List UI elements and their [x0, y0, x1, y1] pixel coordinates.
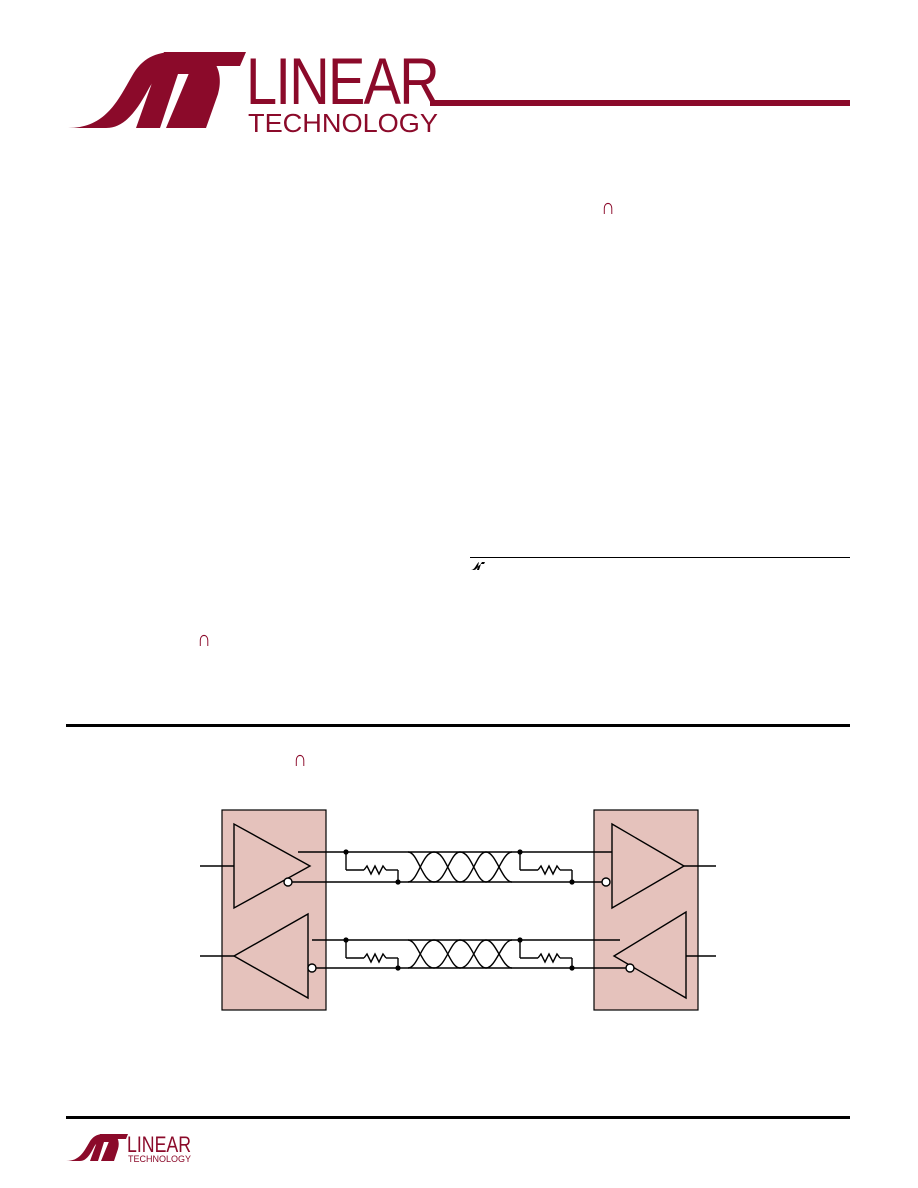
linear-technology-logo: LINEAR TECHNOLOGY: [68, 44, 440, 136]
section-bullet-icon: ∩: [197, 626, 211, 651]
header-rule: [430, 100, 850, 106]
linear-technology-logo-small: LINEAR TECHNOLOGY: [66, 1132, 191, 1164]
junction-dot: [343, 937, 349, 943]
logo-subname-small: TECHNOLOGY: [128, 1154, 191, 1164]
junction-dot: [343, 849, 349, 855]
logo-wordmark: LINEAR: [246, 44, 438, 118]
section-divider: [66, 724, 850, 727]
footnote-rule: [470, 557, 850, 558]
section-bullet-icon: ∩: [293, 746, 307, 771]
section-bullet-icon: ∩: [601, 194, 615, 219]
driver-triangle: [612, 910, 687, 1000]
junction-dot: [517, 849, 523, 855]
junction-dot: [395, 965, 401, 971]
junction-dot: [569, 965, 575, 971]
receiver-triangle: [611, 822, 686, 910]
logo-wordmark-small: LINEAR: [127, 1132, 191, 1157]
receiver-triangle: [232, 912, 309, 1000]
junction-dot: [395, 879, 401, 885]
junction-dot: [569, 879, 575, 885]
typical-application-diagram: [200, 809, 716, 1011]
lt-logo-icon: [471, 562, 485, 570]
footer-rule: [66, 1116, 850, 1119]
logo-subname: TECHNOLOGY: [248, 108, 438, 136]
junction-dot: [517, 937, 523, 943]
